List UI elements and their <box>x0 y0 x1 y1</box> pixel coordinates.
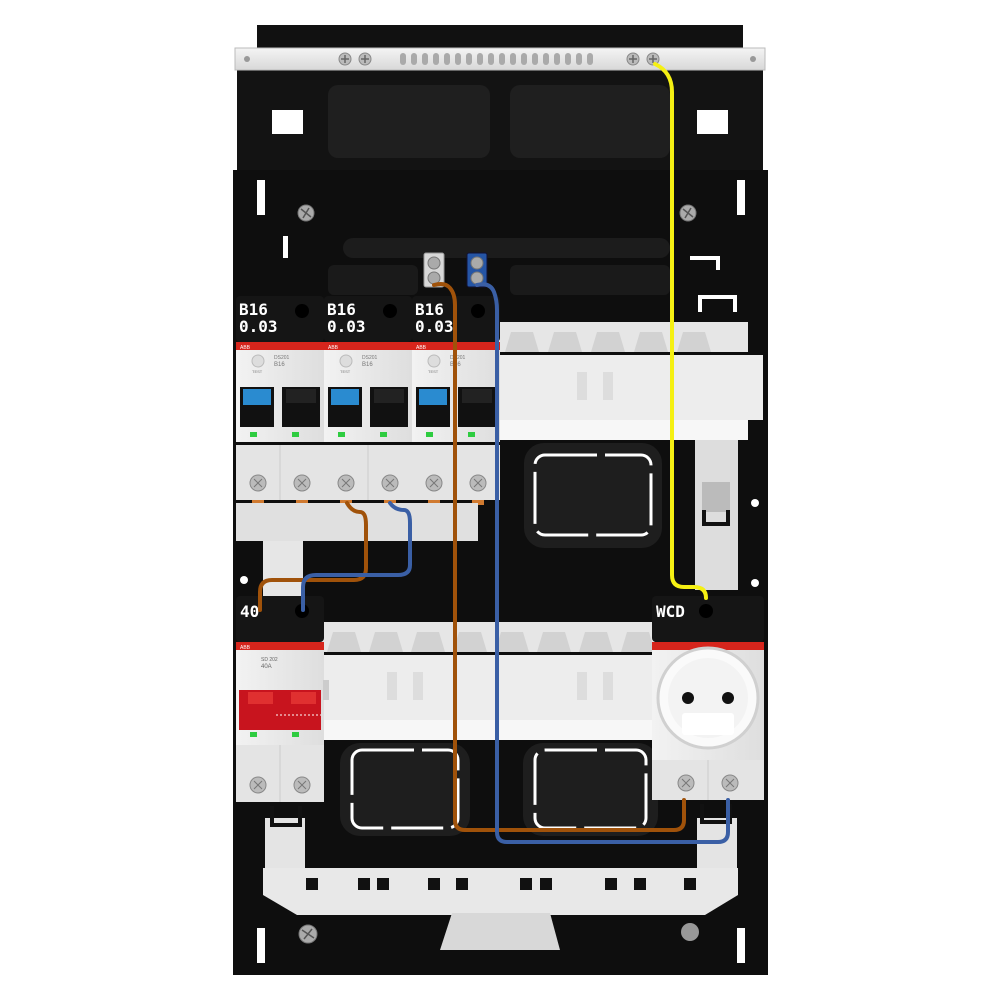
rcbo-type: B16 <box>274 362 285 368</box>
rcbo-sensitivity: 0.03 <box>415 317 454 336</box>
rcbo-brand-strip <box>324 342 412 350</box>
screw-icon <box>721 774 739 792</box>
screw-icon <box>338 52 352 66</box>
status-indicator <box>250 432 257 437</box>
screw-icon <box>626 52 640 66</box>
screw-slot <box>473 478 483 488</box>
status-indicator <box>338 432 345 437</box>
terminal-block-phase <box>423 252 445 288</box>
rcbo-model: DS201 <box>450 355 466 361</box>
rcbo-model: DS201 <box>274 355 290 361</box>
rcbo-brand: ABB <box>328 345 339 351</box>
comb-busbar <box>236 503 478 596</box>
rcbo-cap-hole <box>471 304 485 318</box>
screw-icon <box>298 924 318 944</box>
status-indicator <box>292 432 299 437</box>
rcbo-cap-hole <box>295 304 309 318</box>
rcbo-toggle-black[interactable] <box>462 389 492 403</box>
test-button-icon[interactable] <box>251 354 265 368</box>
screw-icon <box>358 52 372 66</box>
rcbo-model: DS201 <box>362 355 378 361</box>
screw-slot <box>341 478 351 488</box>
status-indicator <box>380 432 387 437</box>
screw-icon <box>297 204 315 222</box>
din-rail-upper <box>495 322 763 590</box>
test-button-icon[interactable] <box>427 354 441 368</box>
main-switch-label: 40 <box>240 602 259 621</box>
socket-label: WCD <box>656 602 685 621</box>
main-switch-toggle[interactable] <box>239 690 321 730</box>
din-rail-lower <box>320 622 660 740</box>
rcbo-brand: ABB <box>416 345 427 351</box>
terminal-tab <box>472 500 484 505</box>
wire-phase-socket <box>432 282 686 832</box>
rcbo-sensitivity: 0.03 <box>327 317 366 336</box>
rcbo-test-label: TEST <box>252 369 263 374</box>
top-cover-strip <box>234 47 766 71</box>
rcbo-type: B16 <box>362 362 373 368</box>
rcbo-toggle-blue[interactable] <box>243 389 271 405</box>
status-indicator <box>426 432 433 437</box>
rcbo-test-label: TEST <box>428 369 439 374</box>
screw-slot <box>297 478 307 488</box>
rcbo-brand: ABB <box>240 345 251 351</box>
socket-outlet[interactable]: WCD <box>652 596 764 824</box>
wiring <box>258 62 730 844</box>
terminal-tab <box>252 500 264 505</box>
rcbo-rating: B16 <box>415 300 444 319</box>
screw-icon <box>646 52 660 66</box>
screw-icon <box>293 776 311 794</box>
wire-neutral-socket <box>475 282 730 844</box>
wire-earth <box>653 62 708 600</box>
screw-slot <box>429 478 439 488</box>
vent-slots <box>400 53 593 65</box>
screw-icon <box>679 204 697 222</box>
main-switch[interactable]: 40 ABB SD 202 40A <box>236 596 329 827</box>
rcbo-test-label: TEST <box>340 369 351 374</box>
terminal-tab <box>296 500 308 505</box>
rcbo-brand-strip <box>236 342 324 350</box>
wire-neutral-feed <box>301 501 412 612</box>
screw-icon <box>249 776 267 794</box>
cable-knockouts-lower <box>340 743 658 836</box>
cable-knockouts-top <box>272 85 728 158</box>
screw-slot <box>385 478 395 488</box>
rcbo-cap-hole <box>383 304 397 318</box>
screw-icon <box>677 774 695 792</box>
wire-phase-feed <box>258 501 368 612</box>
rcbo-rating: B16 <box>239 300 268 319</box>
screw-slot <box>253 478 263 488</box>
rcbo-toggle-black[interactable] <box>374 389 404 403</box>
test-button-icon[interactable] <box>339 354 353 368</box>
rcbo-toggle-blue[interactable] <box>331 389 359 405</box>
status-indicator <box>468 432 475 437</box>
back-plate-details <box>240 180 759 963</box>
rcbo-toggle-black[interactable] <box>286 389 316 403</box>
terminal-block-neutral <box>466 252 488 288</box>
cable-knockouts-middle <box>524 443 662 548</box>
rcbo-toggle-blue[interactable] <box>419 389 447 405</box>
main-switch-model: SD 202 <box>261 657 278 663</box>
rcbo-sensitivity: 0.03 <box>239 317 278 336</box>
main-switch-rating: 40A <box>261 664 272 670</box>
rcbo-rating: B16 <box>327 300 356 319</box>
terminal-tab <box>428 500 440 505</box>
main-switch-brand: ABB <box>240 645 251 651</box>
